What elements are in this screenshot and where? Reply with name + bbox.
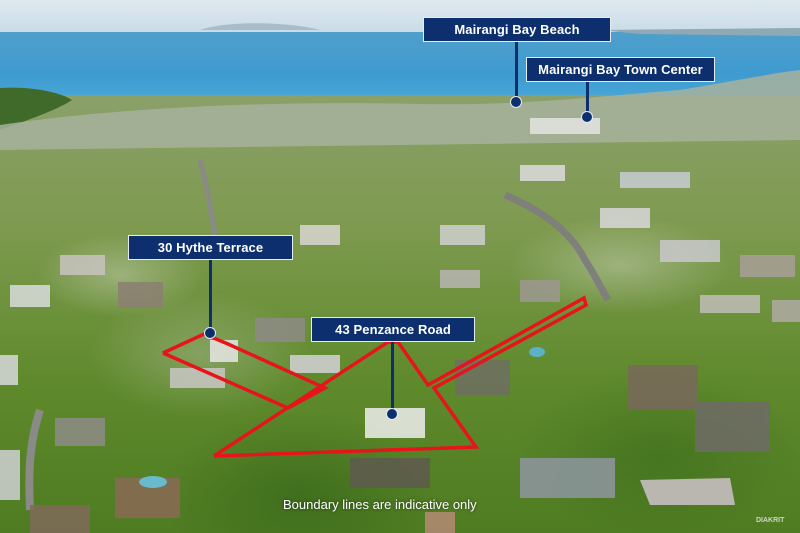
town-center-pointer-line [586, 82, 589, 116]
beach-pointer-line [515, 42, 518, 98]
town-center-location-pin-icon [581, 111, 593, 123]
penzance-pointer-line [391, 342, 394, 412]
label-30-hythe-terrace: 30 Hythe Terrace [128, 235, 293, 260]
watermark-logo: DIAKRIT [756, 517, 785, 524]
hythe-pointer-line [209, 260, 212, 330]
label-mairangi-bay-beach: Mairangi Bay Beach [423, 17, 611, 42]
hythe-terrace-boundary [162, 332, 329, 410]
label-mairangi-bay-town-center: Mairangi Bay Town Center [526, 57, 715, 82]
hythe-location-pin-icon [204, 327, 216, 339]
sky [0, 0, 800, 34]
label-43-penzance-road: 43 Penzance Road [311, 317, 475, 342]
boundary-disclaimer: Boundary lines are indicative only [283, 497, 477, 512]
beach-location-pin-icon [510, 96, 522, 108]
penzance-location-pin-icon [386, 408, 398, 420]
